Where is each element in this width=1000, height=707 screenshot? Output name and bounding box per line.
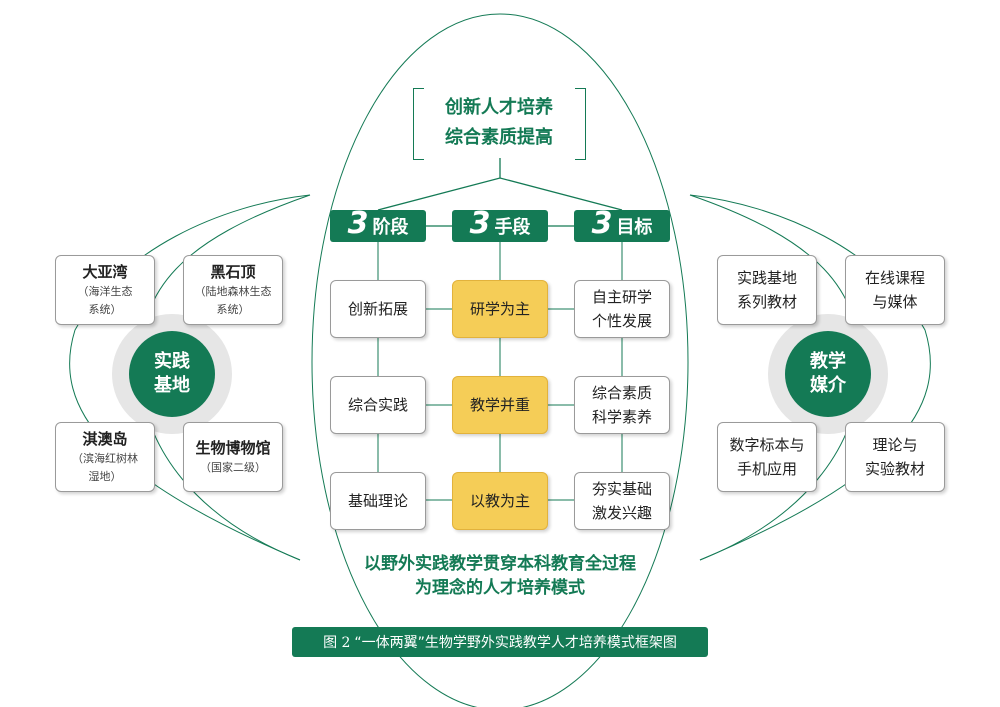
teaching-media-hub-line1: 教学	[810, 351, 846, 372]
base-museum-name: 生物博物馆	[195, 439, 271, 457]
right-wing-outline	[689, 194, 931, 561]
slogan-line-2: 为理念的人才培养模式	[415, 578, 585, 598]
base-dayawan-name: 大亚湾	[82, 263, 128, 281]
stage-box-theory: 基础理论	[330, 472, 426, 530]
method-box-research: 研学为主	[452, 280, 548, 338]
goal-box-row2: 综合素质 科学素养	[574, 376, 670, 434]
base-dayawan: 大亚湾 （海洋生态 系统）	[55, 255, 155, 325]
stage-box-practice: 综合实践	[330, 376, 426, 434]
base-qiaodao-name: 淇澳岛	[82, 430, 128, 448]
model-slogan: 以野外实践教学贯穿本科教育全过程 为理念的人才培养模式	[300, 552, 700, 600]
base-museum-desc1: （国家二级）	[200, 461, 266, 474]
figure-caption-text: “一体两翼”生物学野外实践教学人才培养模式框架图	[354, 635, 677, 651]
goal-box-row3: 夯实基础 激发兴趣	[574, 472, 670, 530]
header-methods: 3 手段	[452, 206, 548, 242]
header-stages-label: 阶段	[372, 217, 409, 238]
media-theory-lab-textbooks: 理论与 实验教材	[845, 422, 945, 492]
media-online-courses: 在线课程 与媒体	[845, 255, 945, 325]
header-goals-num: 3	[591, 205, 613, 241]
media-digital-specimens-line1: 数字标本与	[729, 436, 805, 454]
media-theory-lab-line2: 实验教材	[864, 460, 925, 478]
goal-row3-line2: 激发兴趣	[591, 504, 652, 522]
header-methods-label: 手段	[494, 217, 531, 238]
goal-row1-line1: 自主研学	[591, 288, 652, 306]
base-qiaodao: 淇澳岛 （滨海红树林 湿地）	[55, 422, 155, 492]
base-heishiding-desc1: （陆地森林生态	[194, 285, 272, 298]
base-heishiding-desc2: 系统）	[216, 303, 250, 316]
base-heishiding-name: 黑石顶	[210, 263, 256, 281]
goal-box-row1: 自主研学 个性发展	[574, 280, 670, 338]
method-box-teaching: 以教为主	[452, 472, 548, 530]
left-wing-outline	[69, 194, 311, 561]
header-stages-num: 3	[347, 205, 369, 241]
media-base-textbooks: 实践基地 系列教材	[717, 255, 817, 325]
header-stages: 3 阶段	[330, 206, 426, 242]
goal-line-2: 综合素质提高	[445, 127, 553, 148]
central-ellipse	[311, 13, 689, 707]
practice-base-hub-line1: 实践	[154, 351, 190, 372]
goal-row2-line1: 综合素质	[591, 384, 652, 402]
media-digital-specimens: 数字标本与 手机应用	[717, 422, 817, 492]
teaching-media-hub: 教学媒介	[785, 331, 871, 417]
base-dayawan-desc1: （海洋生态	[77, 285, 133, 298]
roof-line	[377, 177, 623, 211]
goal-bracket-left	[413, 88, 424, 160]
media-base-textbooks-line2: 系列教材	[736, 293, 797, 311]
base-museum: 生物博物馆 （国家二级）	[183, 422, 283, 492]
practice-base-hub: 实践基地	[129, 331, 215, 417]
slogan-line-1: 以野外实践教学贯穿本科教育全过程	[364, 554, 636, 574]
media-online-courses-line2: 与媒体	[872, 293, 918, 311]
goal-row3-line1: 夯实基础	[591, 480, 652, 498]
header-methods-num: 3	[469, 205, 491, 241]
media-digital-specimens-line2: 手机应用	[736, 460, 797, 478]
header-goals: 3 目标	[574, 206, 670, 242]
header-goals-label: 目标	[616, 217, 653, 238]
goal-line-1: 创新人才培养	[445, 97, 553, 118]
base-qiaodao-desc2: 湿地）	[88, 470, 122, 483]
goal-row1-line2: 个性发展	[591, 312, 652, 330]
media-online-courses-line1: 在线课程	[864, 269, 925, 287]
base-dayawan-desc2: 系统）	[88, 303, 122, 316]
base-qiaodao-desc1: （滨海红树林	[72, 452, 138, 465]
goal-bracket-right	[575, 88, 586, 160]
teaching-media-hub-line2: 媒介	[810, 375, 846, 396]
figure-number: 图 2	[323, 635, 351, 651]
stage-box-innovation: 创新拓展	[330, 280, 426, 338]
method-box-balanced: 教学并重	[452, 376, 548, 434]
goal-row2-line2: 科学素养	[591, 408, 652, 426]
media-theory-lab-line1: 理论与	[872, 436, 918, 454]
goal-title: 创新人才培养 综合素质提高	[413, 88, 585, 158]
practice-base-hub-line2: 基地	[154, 375, 190, 396]
figure-caption: 图 2 “一体两翼”生物学野外实践教学人才培养模式框架图	[292, 627, 708, 657]
base-heishiding: 黑石顶 （陆地森林生态 系统）	[183, 255, 283, 325]
media-base-textbooks-line1: 实践基地	[736, 269, 797, 287]
